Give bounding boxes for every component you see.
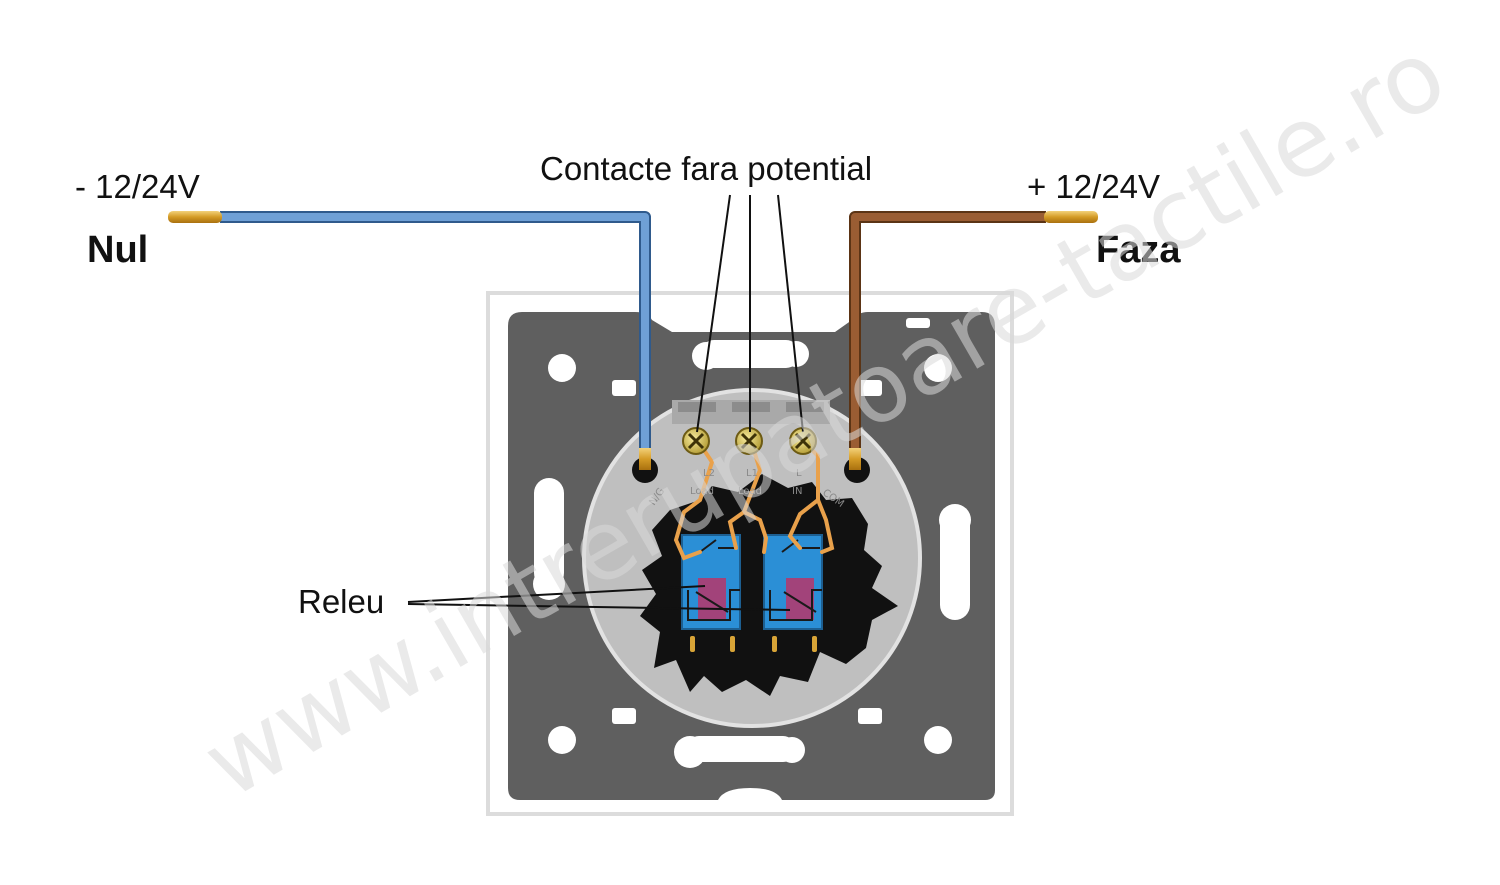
terminal-mark-l2: L2 — [703, 468, 715, 479]
phase-wire-tip — [1044, 211, 1098, 223]
top-slot-end-right — [783, 341, 809, 367]
top-slot-end — [692, 342, 720, 370]
terminal-mark-load-b: Load — [738, 486, 762, 497]
neg-voltage-label: - 12/24V — [75, 168, 200, 205]
contacts-callout-lines — [696, 194, 804, 433]
mounting-holes — [533, 318, 971, 768]
notch-bottom-left — [612, 708, 636, 724]
notch-top-left — [612, 380, 636, 396]
pos-voltage-label: + 12/24V — [1027, 168, 1160, 205]
terminal-mark-in: IN — [792, 486, 802, 497]
relay-coil-2 — [786, 578, 814, 620]
neutral-wire-fill — [220, 213, 649, 448]
notch-upper-mid-left — [760, 318, 782, 328]
notch-bottom-right — [858, 708, 882, 724]
bottom-slot-end — [674, 736, 706, 768]
terminal-mark-l: L — [796, 468, 802, 479]
right-slot-end — [939, 504, 971, 536]
left-slot — [534, 478, 564, 588]
relay-1 — [681, 534, 741, 630]
phase-label: Faza — [1096, 229, 1181, 271]
phase-wire-end-tip — [849, 448, 861, 470]
relay-2 — [763, 534, 823, 630]
contacts-label: Contacte fara potential — [540, 150, 872, 187]
relay-pins — [690, 636, 817, 652]
hole-top-right — [924, 354, 952, 382]
bottom-slot — [686, 736, 796, 762]
hole-bottom-left — [548, 726, 576, 754]
hole-top-left — [548, 354, 576, 382]
right-slot — [940, 510, 970, 620]
left-slot-end — [533, 568, 565, 600]
relay-coil-1 — [698, 578, 726, 620]
terminal-mark-l1: L1 — [746, 468, 758, 479]
phase-wire-fill — [851, 213, 1046, 448]
screw-1 — [682, 427, 710, 455]
screw-2 — [735, 427, 763, 455]
relay-label: Releu — [298, 583, 384, 620]
inner-wiring — [673, 442, 835, 561]
relay-callout-lines — [407, 585, 791, 611]
hole-bottom-right — [924, 726, 952, 754]
bottom-slot-end-right — [779, 737, 805, 763]
notch-top-right — [858, 380, 882, 396]
terminal-tab-1 — [678, 402, 716, 412]
neutral-wire-end-tip — [639, 448, 651, 470]
terminal-mark-load-a: Load — [690, 486, 714, 497]
terminal-tab-3 — [786, 402, 824, 412]
neutral-wire-tip — [168, 211, 222, 223]
notch-upper-right — [906, 318, 930, 328]
neutral-label: Nul — [87, 229, 148, 271]
